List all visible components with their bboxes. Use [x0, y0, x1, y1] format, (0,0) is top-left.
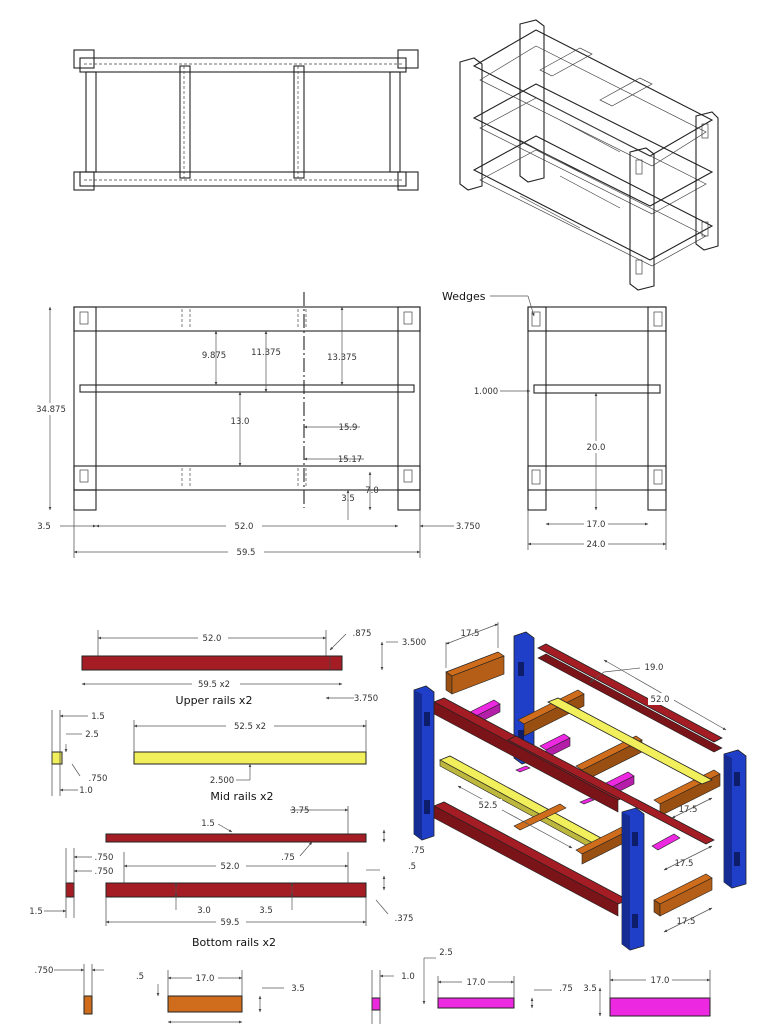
- iso-mid-rail-back: [547, 697, 713, 785]
- upper-rail-shape: [81, 655, 343, 671]
- dim-upper-length: 52.0: [203, 634, 222, 644]
- top-view-leg-tr: [397, 49, 419, 69]
- iso-back-upper-rail: [537, 643, 723, 743]
- dim-part-c-len: 17.0: [467, 978, 486, 988]
- dim-bottom-notch-d: .75: [281, 853, 295, 863]
- dim-bottom-r2: .5: [408, 862, 416, 872]
- dim-offset-1: 15.9: [339, 423, 358, 433]
- dim-mid-w1: 1.5: [91, 712, 105, 722]
- dim-mid-height: 2.500: [210, 776, 234, 786]
- dim-side-inner: 17.0: [587, 520, 606, 530]
- top-view-leg-br: [397, 171, 419, 191]
- dim-part-b-h: 3.5: [291, 984, 305, 994]
- dim-part-d-len: 17.0: [651, 976, 670, 986]
- dim-leg-width: 3.5: [37, 522, 51, 532]
- dim-upper-notch: .875: [353, 629, 372, 639]
- dim-part-a-t: .750: [35, 966, 54, 976]
- part-b-shape: [167, 995, 243, 1013]
- dim-overhang: 3.750: [456, 522, 480, 532]
- dim-upper-3: 13.375: [327, 353, 357, 363]
- top-view: [73, 49, 419, 191]
- mid-rail-section: [51, 751, 63, 765]
- dim-bottom-t2: .750: [95, 867, 114, 877]
- dim-mid-w2: 2.5: [85, 730, 99, 740]
- dim-bottom-length: 52.0: [221, 862, 240, 872]
- dim-total-width: 59.5: [237, 548, 256, 558]
- dim-iso-s2: 17.5: [675, 859, 694, 869]
- dim-iso-s3: 17.5: [677, 917, 696, 927]
- bottom-rail-top-shape: [105, 833, 367, 843]
- dim-mid-w3: .750: [89, 774, 108, 784]
- part-c-section: [371, 997, 381, 1011]
- dim-side-height: 20.0: [587, 443, 606, 453]
- dim-bottom-r3: .375: [395, 914, 414, 924]
- dim-upper-1: 9.875: [202, 351, 226, 361]
- side-view: Wedges 1.000 20.0 17.0 24.0: [442, 290, 667, 550]
- dim-mid-gap: 13.0: [231, 417, 250, 427]
- dim-inner-span: 52.0: [235, 522, 254, 532]
- dim-part-c-t: .75: [559, 984, 573, 994]
- dim-upper-height: 3.500: [402, 638, 426, 648]
- dim-upper-2: 11.375: [251, 348, 281, 358]
- dim-mid-w4: 1.0: [79, 786, 93, 796]
- dim-mid-offset: 1.000: [474, 387, 498, 397]
- front-view: 34.875 9.875 11.375 13.375 13.0 15.9 15.…: [34, 292, 480, 558]
- dim-side-outer: 24.0: [587, 540, 606, 550]
- upper-rails-detail: 52.0 .875 3.500 59.5 x2 3.750 Upper rail…: [81, 629, 426, 707]
- bottom-rail-shape: [105, 882, 367, 898]
- caption-bottom-rails: Bottom rails x2: [192, 936, 276, 949]
- dim-part-b-w: .5: [136, 972, 144, 982]
- mid-rail-shape: [133, 751, 367, 765]
- dim-iso-mid-len: 52.5: [479, 801, 498, 811]
- dim-bottom-notch-w: 1.5: [201, 819, 215, 829]
- dim-upper-total: 59.5 x2: [198, 680, 230, 690]
- dim-bottom-r1: .75: [411, 846, 425, 856]
- top-view-leg-bl: [73, 171, 95, 191]
- dim-bottom-total: 59.5: [221, 918, 240, 928]
- dim-bottom-t1: .750: [95, 853, 114, 863]
- bottom-rails-detail: 3.75 1.5 .75 .75 .750 .750 1.5 52.0 .5 3…: [29, 806, 425, 949]
- dim-total-height: 34.875: [36, 405, 66, 415]
- parts-strip: .750 17.0 .5 3.5 1.0 2.5 17.0 .75: [35, 948, 711, 1024]
- caption-upper-rails: Upper rails x2: [176, 694, 253, 707]
- part-c-shape: [437, 997, 515, 1009]
- dim-bottom-wa: 1.5: [29, 907, 43, 917]
- dim-upper-end: 3.750: [354, 694, 378, 704]
- dim-part-b-len: 17.0: [196, 974, 215, 984]
- part-a-section: [83, 995, 93, 1015]
- bottom-rail-section: [65, 882, 75, 898]
- mid-rails-detail: 1.5 2.5 .750 1.0 52.5 x2 2.500 Mid rails…: [51, 710, 367, 803]
- dim-offset-2: 15.17: [338, 455, 362, 465]
- dim-iso-slat-top: 17.5: [461, 629, 480, 639]
- part-d-shape: [609, 997, 711, 1017]
- dim-low-1: 7.0: [365, 486, 379, 496]
- caption-mid-rails: Mid rails x2: [210, 790, 273, 803]
- dim-part-c-top: 2.5: [439, 948, 453, 958]
- wedges-callout: Wedges: [442, 290, 486, 303]
- dim-iso-s1: 17.5: [679, 805, 698, 815]
- iso-middle-rail: [507, 735, 715, 845]
- dim-iso-long-rail: 52.0: [651, 695, 670, 705]
- isometric-line-view: [459, 19, 719, 291]
- dim-low-2: 3.5: [341, 494, 355, 504]
- dim-bottom-end: 3.75: [291, 806, 310, 816]
- exploded-isometric-view: 17.5: [413, 622, 747, 951]
- dim-bottom-p1: 3.0: [197, 906, 211, 916]
- iso-wedge-4: [651, 833, 681, 851]
- dim-part-d-h: 3.5: [583, 984, 597, 994]
- dim-bottom-p2: 3.5: [259, 906, 273, 916]
- dim-iso-rail-len: 19.0: [645, 663, 664, 673]
- top-view-leg-tl: [73, 49, 95, 69]
- dim-mid-length: 52.5 x2: [234, 722, 266, 732]
- dim-part-c-w: 1.0: [401, 972, 415, 982]
